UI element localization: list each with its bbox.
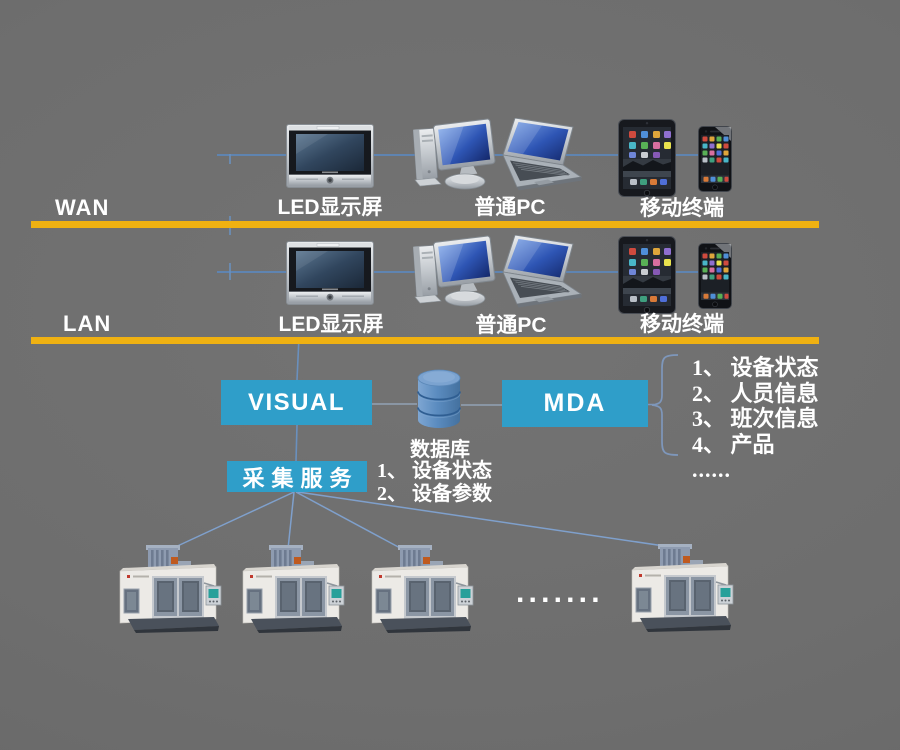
mobile-label: 移动终端 <box>640 313 724 336</box>
list-item: 2、 人员信息 <box>692 380 819 406</box>
led-display-label: LED显示屏 <box>278 313 384 336</box>
collect-to-machine-lines <box>170 491 672 550</box>
list-item: 1、 设备状态 <box>692 355 819 380</box>
smartphone-icon <box>698 243 732 309</box>
cnc-machine-icon <box>242 545 345 633</box>
machine-ellipsis: ....... <box>516 576 604 609</box>
led-display-icon <box>286 241 374 305</box>
mda-output-list: 1、 设备状态 2、 人员信息 3、 班次信息 4、 产品 ...... <box>692 355 819 483</box>
lan-to-visual-line <box>296 336 300 381</box>
list-item: 1、 设备状态 <box>377 460 492 482</box>
database-label: 数据库 <box>410 439 470 461</box>
desktop-pc-icon <box>413 118 497 190</box>
mda-box: MDA <box>502 380 648 427</box>
pc-label: 普通PC <box>474 196 546 219</box>
visual-to-collect-line <box>295 424 298 462</box>
tablet-icon <box>618 119 676 197</box>
led-display-label: LED显示屏 <box>277 196 383 219</box>
wan-label: WAN <box>55 195 110 220</box>
list-item: 3、 班次信息 <box>692 406 819 431</box>
collect-data-list: 1、 设备状态 2、 设备参数 <box>377 460 492 505</box>
lan-label: LAN <box>63 311 112 336</box>
mobile-label: 移动终端 <box>640 197 724 220</box>
cnc-machine-icon <box>371 545 474 633</box>
wan-bar <box>31 221 819 228</box>
list-item: 2、 设备参数 <box>377 482 492 505</box>
desktop-pc-icon <box>413 235 497 307</box>
lan-bar <box>31 337 819 344</box>
led-display-icon <box>286 124 374 188</box>
mda-brace <box>648 354 679 456</box>
list-item: 4、 产品 <box>692 431 775 457</box>
collect-service-box: 采集服务 <box>227 461 367 492</box>
visual-box: VISUAL <box>221 380 372 425</box>
tablet-icon <box>618 236 676 314</box>
smartphone-icon <box>698 126 732 192</box>
list-ellipsis: ...... <box>692 457 731 482</box>
pc-label: 普通PC <box>475 314 547 337</box>
cnc-machine-icon <box>631 544 734 632</box>
database-icon <box>417 369 461 429</box>
cnc-machine-icon <box>119 545 222 633</box>
